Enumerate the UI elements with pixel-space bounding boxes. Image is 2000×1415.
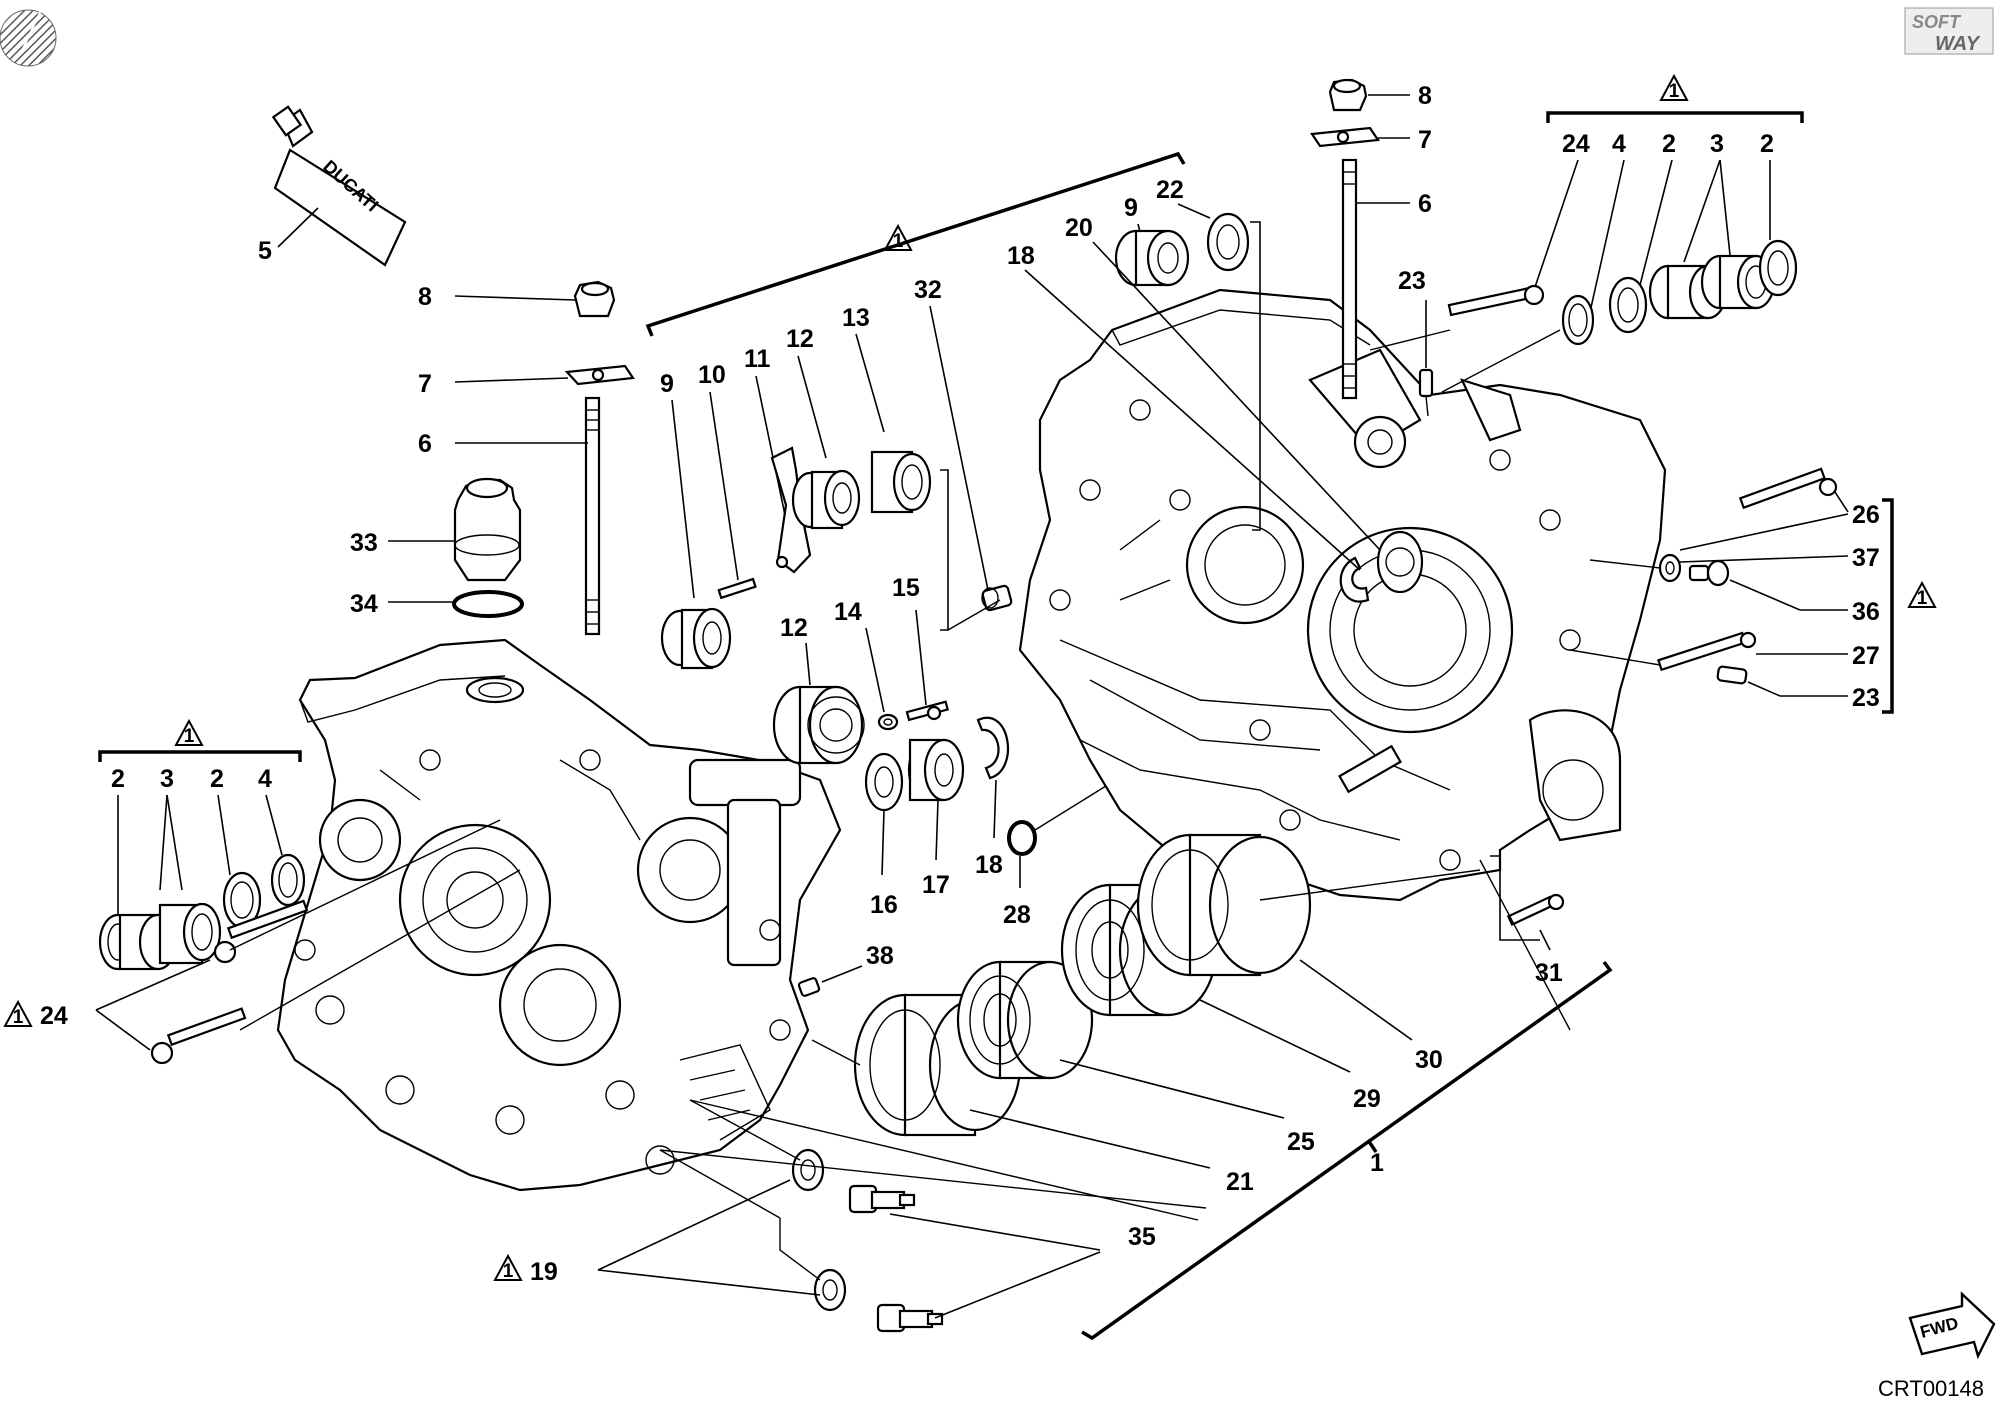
left-bolts-24 — [150, 899, 309, 1065]
left-stud-assembly — [452, 280, 635, 636]
callout-22: 22 — [1156, 176, 1184, 204]
svg-text:1: 1 — [13, 1007, 24, 1028]
callout-27: 27 — [1852, 642, 1880, 670]
kit-marker-right: 1 — [1917, 588, 1928, 609]
callout-32: 32 — [914, 276, 942, 304]
callout-1: 1 — [1370, 1149, 1384, 1177]
sealant-tube: DUCATI — [271, 105, 407, 267]
callout-8-left: 8 — [418, 283, 432, 311]
callout-5: 5 — [258, 237, 272, 265]
main-bearings — [853, 833, 1312, 1137]
callout-20: 20 — [1065, 214, 1093, 242]
callout-2-left-a: 2 — [111, 765, 125, 793]
callout-34: 34 — [350, 590, 378, 618]
callout-10: 10 — [698, 361, 726, 389]
right-crankcase-half — [1018, 288, 1667, 902]
callout-8-right: 8 — [1418, 82, 1432, 110]
callout-25: 25 — [1287, 1128, 1315, 1156]
callout-36: 36 — [1852, 598, 1880, 626]
right-upper-bearings — [1114, 212, 1424, 603]
callout-3-left: 3 — [160, 765, 174, 793]
kit-marker-center: 1 — [893, 231, 904, 252]
callout-35: 35 — [1128, 1223, 1156, 1251]
callout-6-right: 6 — [1418, 190, 1432, 218]
softway-logo: SOFT WAY — [1904, 7, 1994, 55]
callout-19: 19 — [530, 1258, 558, 1286]
callout-18-center: 18 — [975, 851, 1003, 879]
callout-29: 29 — [1353, 1085, 1381, 1113]
fwd-arrow-icon: FWD — [1908, 1291, 1996, 1360]
callout-12-a: 12 — [786, 325, 814, 353]
callout-3-right: 3 — [1710, 130, 1724, 158]
callout-2-right-a: 2 — [1662, 130, 1676, 158]
callout-9-center: 9 — [660, 370, 674, 398]
svg-text:1: 1 — [184, 726, 195, 747]
callout-33: 33 — [350, 529, 378, 557]
svg-text:WAY: WAY — [1935, 33, 1981, 55]
right-stud-assembly — [1310, 78, 1380, 400]
callout-26: 26 — [1852, 501, 1880, 529]
callout-12-b: 12 — [780, 614, 808, 642]
callout-24-left: 24 — [40, 1002, 68, 1030]
callout-23-top: 23 — [1398, 267, 1426, 295]
callout-21: 21 — [1226, 1168, 1254, 1196]
callout-4-right: 4 — [1612, 130, 1626, 158]
kit-marker-bottom: 1 — [503, 1261, 514, 1282]
left-bearing-set — [98, 853, 306, 971]
callout-4-left: 4 — [258, 765, 272, 793]
callout-6-left: 6 — [418, 430, 432, 458]
kit-marker-top-right: 1 — [1669, 81, 1680, 102]
callout-17: 17 — [922, 871, 950, 899]
callout-37: 37 — [1852, 544, 1880, 572]
corner-disc-icon — [0, 9, 57, 67]
callout-2-right-b: 2 — [1760, 130, 1774, 158]
callout-11: 11 — [744, 345, 771, 373]
callout-13: 13 — [842, 304, 870, 332]
center-lower-bearings — [772, 685, 1037, 856]
callout-30: 30 — [1415, 1046, 1443, 1074]
callout-38: 38 — [866, 942, 894, 970]
callout-16: 16 — [870, 891, 898, 919]
drawing-code: CRT00148 — [1878, 1376, 1984, 1401]
right-bearing-set — [1447, 239, 1798, 346]
callout-9-right: 9 — [1124, 194, 1138, 222]
callout-7-right: 7 — [1418, 126, 1432, 154]
callout-24-right: 24 — [1562, 130, 1590, 158]
left-crankcase-half — [276, 638, 842, 1192]
drain-plugs — [791, 1148, 944, 1333]
callout-28: 28 — [1003, 901, 1031, 929]
svg-text:SOFT: SOFT — [1912, 12, 1962, 32]
callout-2-left-b: 2 — [210, 765, 224, 793]
callout-15: 15 — [892, 574, 920, 602]
callout-14: 14 — [834, 598, 862, 626]
callout-7-left: 7 — [418, 370, 432, 398]
center-upper-bearings — [660, 446, 1013, 670]
callout-18-right: 18 — [1007, 242, 1035, 270]
right-side-fasteners — [1657, 467, 1838, 685]
callout-23-right: 23 — [1852, 684, 1880, 712]
